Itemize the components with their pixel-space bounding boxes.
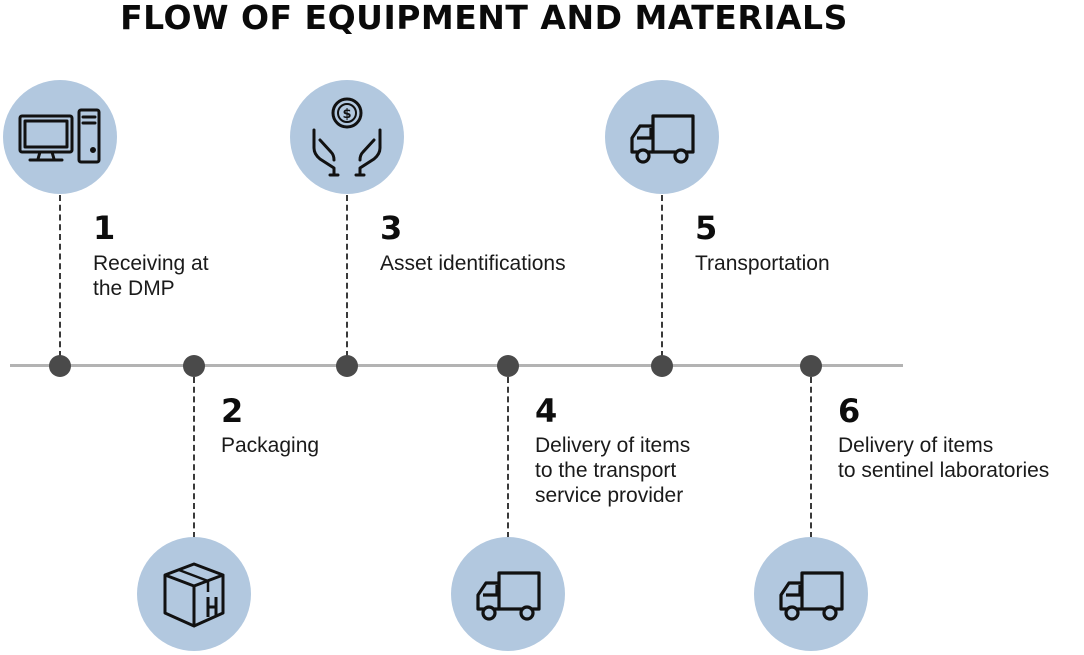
step-4-label: Delivery of items to the transport servi… [535,434,691,507]
step-3-label: Asset identifications [380,252,566,275]
step-1-number: 1 [93,209,116,247]
connector-6 [810,377,812,538]
step-5-label: Transportation [695,252,830,275]
timeline-node-6 [800,355,822,377]
hands-coin-icon: $ [312,97,382,177]
timeline-node-3 [336,355,358,377]
step-6-label: Delivery of items to sentinel laboratori… [838,434,1050,482]
step-1-circle [3,80,117,194]
step-4-number: 4 [535,392,558,430]
truck-icon [476,571,541,621]
step-2-circle [137,537,251,651]
connector-2 [193,377,195,538]
step-4-circle [451,537,565,651]
step-2-label: Packaging [221,434,320,457]
step-6-number: 6 [838,392,861,430]
connector-3 [346,195,348,357]
timeline-node-4 [497,355,519,377]
timeline-line [10,364,903,367]
truck-icon [630,114,695,164]
step-6-circle [754,537,868,651]
step-5-number: 5 [695,209,718,247]
timeline-node-5 [651,355,673,377]
connector-5 [661,195,663,357]
timeline-node-2 [183,355,205,377]
box-icon [163,562,225,628]
connector-1 [59,195,61,357]
timeline-node-1 [49,355,71,377]
step-1-label: Receiving at the DMP [93,252,209,300]
step-3-number: 3 [380,209,403,247]
step-2-number: 2 [221,392,244,430]
diagram-title: FLOW OF EQUIPMENT AND MATERIALS [120,0,848,37]
connector-4 [507,377,509,538]
computer-icon [18,108,101,164]
step-5-circle [605,80,719,194]
svg-text:$: $ [342,107,351,122]
truck-icon [779,571,844,621]
step-3-circle: $ [290,80,404,194]
